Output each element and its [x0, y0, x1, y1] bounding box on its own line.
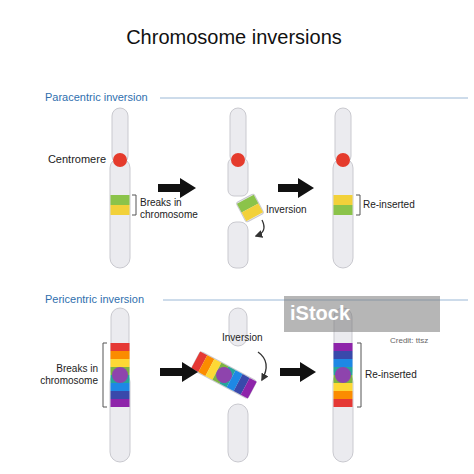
section-heading: Pericentric inversion: [45, 293, 144, 306]
section-heading: Paracentric inversion: [45, 91, 148, 104]
part-label: Centromere: [30, 153, 106, 166]
step-label: Inversion: [266, 204, 307, 216]
watermark-credit: Credit: ttsz: [390, 336, 428, 345]
step-label: Re-inserted: [365, 369, 417, 381]
watermark: iStock: [290, 302, 350, 325]
part-label: Breaks in chromosome: [32, 363, 98, 386]
diagram-title: Chromosome inversions: [0, 26, 471, 49]
step-label: Inversion: [222, 332, 263, 344]
part-label: Breaks in chromosome: [140, 197, 206, 220]
step-label: Re-inserted: [363, 199, 415, 211]
